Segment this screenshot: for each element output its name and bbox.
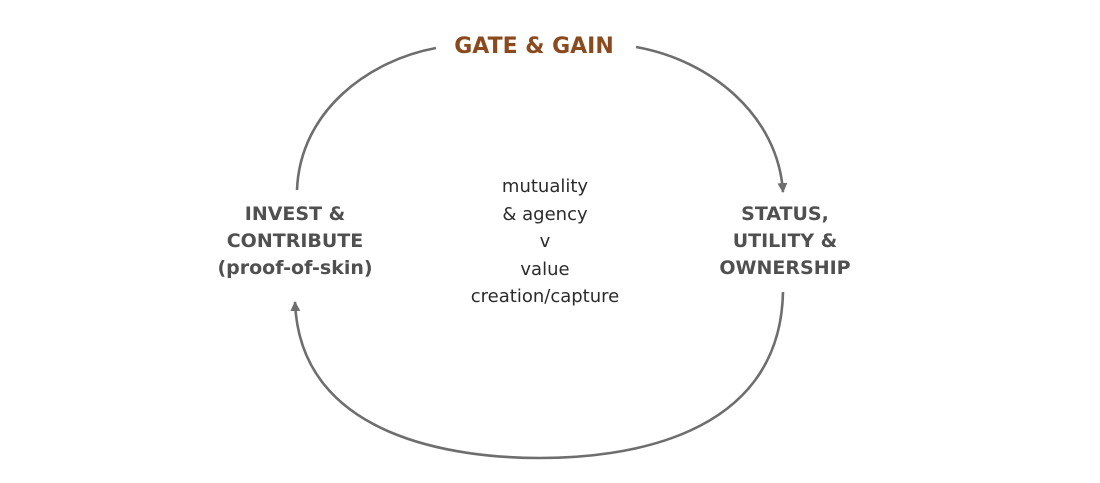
left-label-line: CONTRIBUTE	[226, 230, 364, 252]
arc-top-left	[295, 46, 437, 191]
arc-top-right	[635, 45, 788, 193]
gate-gain-label: GATE & GAIN	[454, 34, 614, 59]
center-label-line: creation/capture	[470, 286, 620, 307]
center-label-line: mutuality	[501, 176, 589, 197]
right-label-line: OWNERSHIP	[719, 257, 851, 279]
center-label-line: & agency	[502, 203, 588, 225]
right-label-line: STATUS,	[741, 203, 829, 225]
arc-bottom	[290, 291, 785, 460]
center-label-line: v	[539, 231, 551, 252]
center-label-line: value	[520, 258, 570, 280]
invest-contribute-label: INVEST & CONTRIBUTE (proof-of-skin)	[195, 201, 395, 282]
left-label-line: (proof-of-skin)	[217, 257, 373, 279]
status-utility-ownership-label: STATUS, UTILITY & OWNERSHIP	[695, 201, 875, 282]
left-label-line: INVEST &	[244, 203, 346, 225]
right-label-line: UTILITY &	[732, 230, 838, 252]
center-label: mutuality & agency v value creation/capt…	[445, 173, 645, 311]
